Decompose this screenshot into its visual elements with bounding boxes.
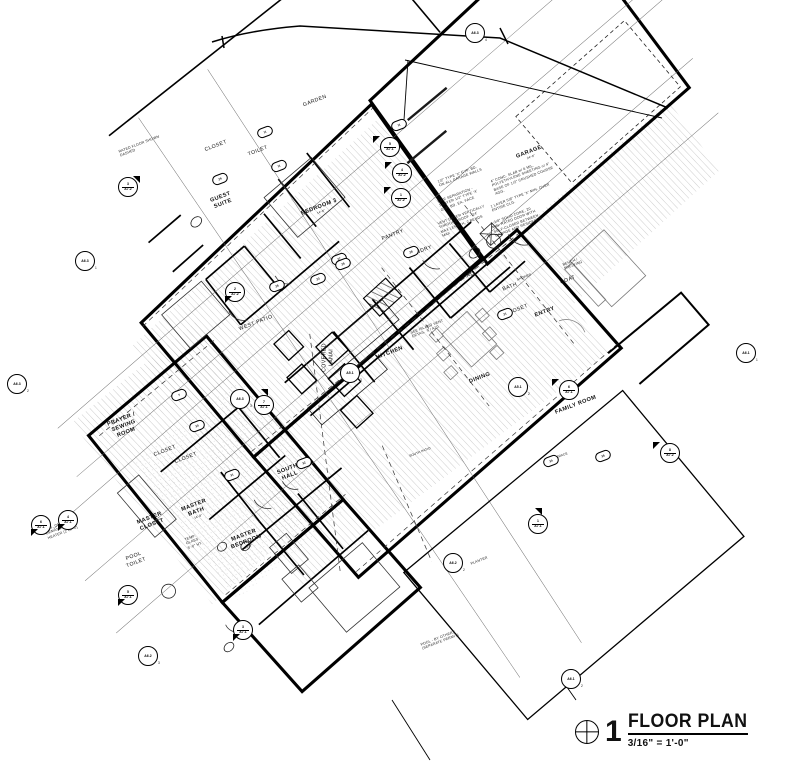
detail-number-tag: 3	[360, 378, 362, 382]
section-detail-number: 7	[257, 400, 271, 406]
section-marker-tail	[31, 529, 38, 536]
keynote-number: 31	[229, 472, 235, 478]
section-marker-tail	[653, 442, 660, 449]
section-marker-tail	[58, 524, 65, 531]
section-detail-number: 5	[383, 142, 397, 148]
keynote-number: 7	[177, 392, 181, 398]
section-sheet-number: A7.2	[397, 197, 405, 202]
section-detail-number: 8	[663, 448, 677, 454]
detail-number-tag: 1	[756, 358, 758, 362]
section-detail-number: 4	[61, 515, 75, 521]
section-marker-tail	[385, 162, 392, 169]
detail-number-tag: 2	[463, 568, 465, 572]
section-marker-tail	[133, 176, 140, 183]
detail-number-tag: 1	[95, 266, 97, 270]
detail-number-tag: 3	[158, 661, 160, 665]
keynote-number: 25	[340, 261, 346, 267]
section-sheet-number: A7.1	[64, 519, 72, 524]
section-marker-tail	[118, 599, 125, 606]
keynote-number: 21	[502, 311, 508, 317]
section-sheet-number: A7.2	[231, 291, 239, 296]
detail-reference-marker: A5.1	[340, 363, 360, 383]
detail-sheet-number: A6.1	[567, 677, 575, 681]
section-marker-tail	[225, 296, 232, 303]
keynote-number: 11	[276, 163, 282, 169]
detail-number-tag: 2	[528, 392, 530, 396]
detail-reference-marker: A6.3	[230, 389, 250, 409]
detail-number-tag: 3	[250, 404, 252, 408]
section-marker-tail	[261, 389, 268, 396]
north-target-symbol	[575, 720, 599, 744]
detail-sheet-number: A6.3	[471, 31, 479, 35]
detail-sheet-number: A5.1	[514, 385, 522, 389]
detail-number: 1	[605, 715, 622, 748]
detail-reference-marker: A6.2	[443, 553, 463, 573]
section-detail-number: 6	[34, 520, 48, 526]
section-marker-tail	[384, 187, 391, 194]
detail-reference-marker: A6.1	[561, 669, 581, 689]
detail-sheet-number: A6.3	[81, 259, 89, 263]
section-detail-number: 5	[121, 590, 135, 596]
section-sheet-number: A7.1	[239, 629, 247, 634]
detail-sheet-number: A6.3	[236, 397, 244, 401]
section-marker-tail	[373, 136, 380, 143]
section-sheet-number: A7.2	[666, 452, 674, 457]
keynote-number: 29	[217, 176, 223, 182]
keynote-number: 26	[274, 283, 280, 289]
section-sheet-number: A7.2	[398, 172, 406, 177]
section-marker-tail	[535, 508, 542, 515]
section-detail-number: 2	[228, 287, 242, 293]
detail-reference-marker: A6.3	[75, 251, 95, 271]
drawing-scale: 3/16" = 1'-0"	[627, 737, 689, 749]
keynote-number: 23	[315, 276, 321, 282]
keynote-number: 32	[301, 460, 307, 466]
section-detail-number: 3	[121, 182, 135, 188]
detail-sheet-number: A6.3	[13, 382, 21, 386]
section-sheet-number: A7.1	[124, 594, 132, 599]
keynote-number: 36	[600, 453, 606, 459]
detail-sheet-number: A5.1	[346, 371, 354, 375]
section-detail-number: 4	[395, 168, 409, 174]
detail-number-tag: 2	[27, 389, 29, 393]
detail-reference-marker: A6.2	[138, 646, 158, 666]
section-detail-number: 1	[531, 519, 545, 525]
detail-sheet-number: A6.2	[144, 654, 152, 658]
detail-reference-marker: A6.1	[736, 343, 756, 363]
detail-number-tag: 4	[485, 38, 487, 42]
detail-sheet-number: A6.1	[742, 351, 750, 355]
site-boundary	[211, 25, 669, 109]
page-title: FLOOR PLAN	[627, 712, 748, 735]
keynote-number: 11	[262, 129, 268, 135]
keynote-number: 34	[548, 458, 554, 464]
keynote-number: 28	[408, 249, 414, 255]
section-marker-tail	[552, 379, 559, 386]
detail-reference-marker: A6.3	[465, 23, 485, 43]
room-label: COVERED LANAI	[321, 343, 335, 372]
section-sheet-number: A7.2	[124, 186, 132, 191]
section-sheet-number: A7.1	[37, 524, 45, 529]
detail-number-tag: 2	[581, 684, 583, 688]
detail-reference-marker: A5.1	[508, 377, 528, 397]
section-sheet-number: A7.1	[534, 523, 542, 528]
keynote-number: 30	[194, 423, 200, 429]
section-detail-number: 3	[236, 625, 250, 631]
detail-reference-marker: A6.3	[7, 374, 27, 394]
section-sheet-number: A7.1	[260, 404, 268, 409]
section-sheet-number: A7.1	[386, 146, 394, 151]
section-detail-number: 1	[394, 193, 408, 199]
section-detail-number: 6	[562, 385, 576, 391]
title-block: 1 FLOOR PLAN 3/16" = 1'-0"	[575, 712, 756, 749]
section-marker-tail	[233, 634, 240, 641]
keynote-number: 11	[396, 122, 402, 128]
section-sheet-number: A7.1	[565, 389, 573, 394]
detail-sheet-number: A6.2	[449, 561, 457, 565]
